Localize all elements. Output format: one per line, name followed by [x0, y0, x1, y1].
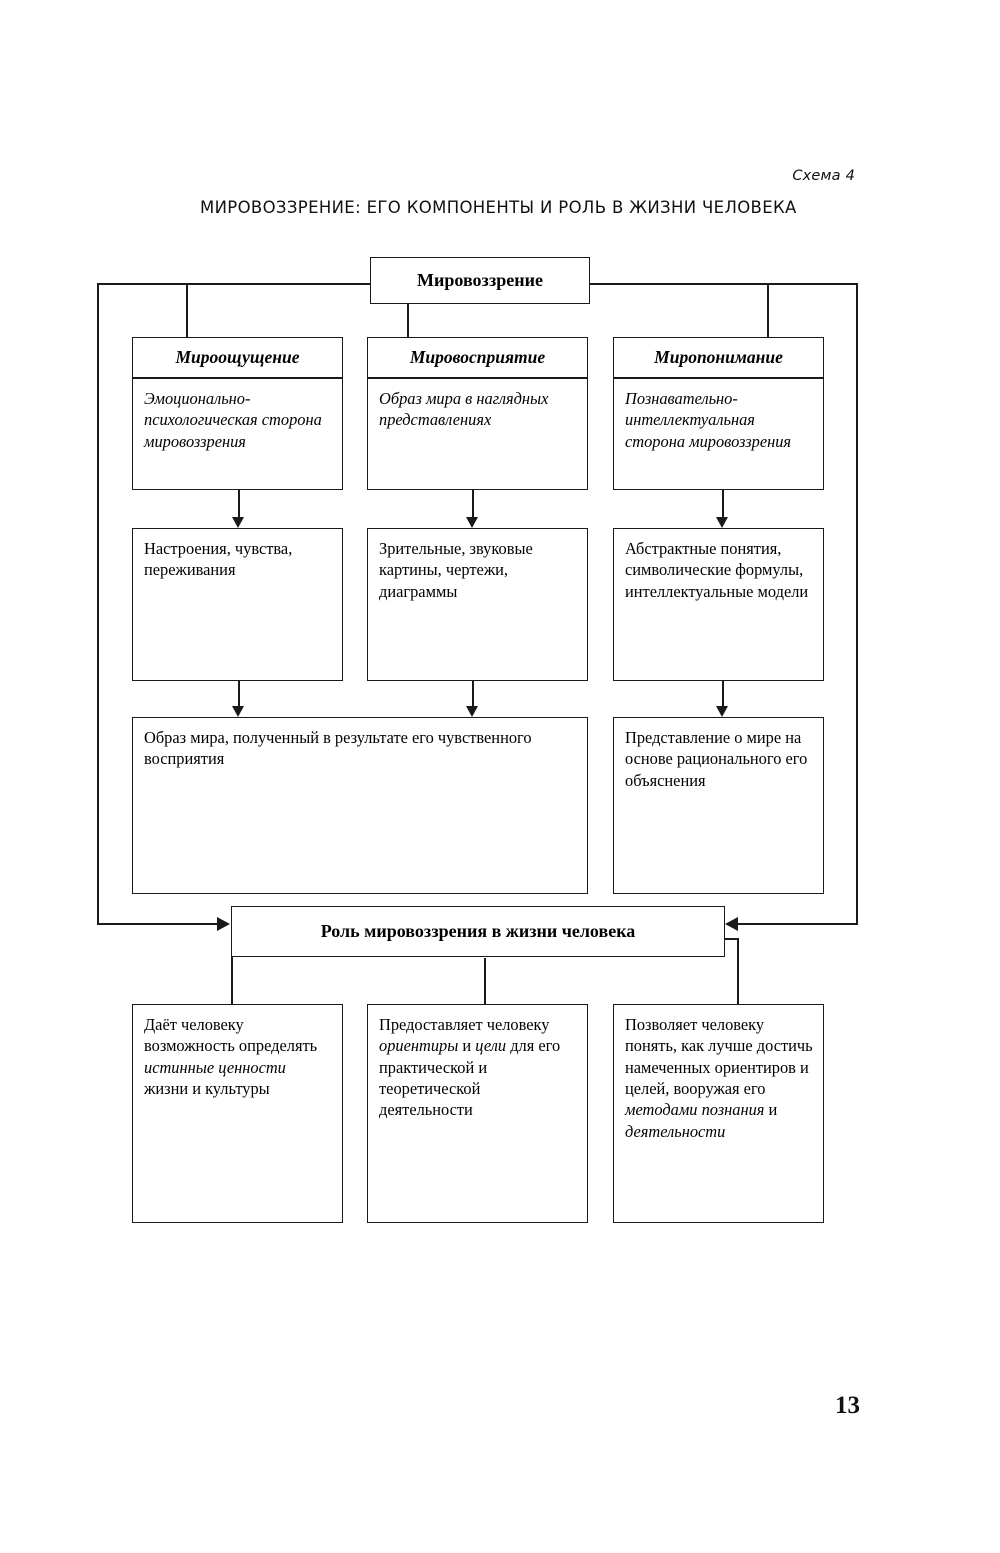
node-col3-definition-text: Познавательно-интеллектуальная сторона м…: [625, 389, 792, 451]
node-root-label: Мировоззрение: [417, 270, 543, 290]
connector-left-rail: [97, 283, 99, 924]
node-col1-detail-text: Настроения, чувства, переживания: [144, 539, 293, 580]
node-col1-header[interactable]: Мироощущение: [132, 337, 343, 378]
arrow-col2-result: [466, 706, 478, 717]
connector-col1-def-to-detail: [238, 490, 240, 520]
scheme-number-label: Схема 4: [792, 168, 855, 184]
connector-col2-def-to-detail: [472, 490, 474, 520]
node-col1-detail[interactable]: Настроения, чувства, переживания: [132, 528, 343, 681]
arrow-col3-detail: [716, 517, 728, 528]
node-col3-header-label: Миропонимание: [654, 346, 783, 367]
node-role-bar-label: Роль мировоззрения в жизни человека: [320, 921, 636, 941]
arrow-col3-result: [716, 706, 728, 717]
node-col2-header[interactable]: Мировосприятие: [367, 337, 588, 378]
node-role-1[interactable]: Даёт человеку возможность определять ист…: [132, 1004, 343, 1223]
node-col3-header[interactable]: Миропонимание: [613, 337, 824, 378]
page-title: МИРОВОЗЗРЕНИЕ: ЕГО КОМПОНЕНТЫ И РОЛЬ В Ж…: [200, 198, 797, 217]
node-role-1-text: Даёт человеку возможность определять ист…: [144, 1015, 318, 1098]
node-col1-definition-text: Эмоционально-психологическая сторона мир…: [144, 389, 322, 451]
connector-col2-detail-to-result: [472, 681, 474, 709]
node-col2-definition[interactable]: Образ мира в наглядных представлениях: [367, 378, 588, 490]
node-col3-detail-text: Абстрактные понятия, символические форму…: [625, 539, 809, 601]
connector-col3-def-to-detail: [722, 490, 724, 520]
node-result-sensory[interactable]: Образ мира, полученный в результате его …: [132, 717, 588, 894]
node-role-bar[interactable]: Роль мировоззрения в жизни человека: [231, 906, 725, 957]
node-col2-header-label: Мировосприятие: [409, 346, 546, 367]
connector-root-to-col2: [407, 304, 409, 337]
connector-left-rail-into-role: [97, 923, 217, 925]
connector-bus-to-col3: [767, 283, 769, 337]
arrow-col1-detail: [232, 517, 244, 528]
node-role-2-text: Предоставляет человеку ориентиры и цели …: [379, 1015, 561, 1120]
node-result-sensory-text: Образ мира, полученный в результате его …: [144, 728, 532, 769]
node-result-rational-text: Представление о мире на основе рациональ…: [625, 728, 808, 790]
connector-right-rail: [856, 283, 858, 924]
connector-role-to-role3: [737, 938, 739, 1005]
page-number: 13: [835, 1392, 860, 1419]
arrow-col2-detail: [466, 517, 478, 528]
node-role-2[interactable]: Предоставляет человеку ориентиры и цели …: [367, 1004, 588, 1223]
node-root[interactable]: Мировоззрение: [370, 257, 590, 304]
node-col1-header-label: Мироощущение: [175, 346, 300, 367]
connector-right-rail-into-role: [738, 923, 858, 925]
connector-col3-detail-to-result: [722, 681, 724, 709]
connector-role-to-role1: [231, 938, 233, 1005]
arrow-col1-result: [232, 706, 244, 717]
arrow-into-role-right: [725, 917, 738, 931]
node-col3-definition[interactable]: Познавательно-интеллектуальная сторона м…: [613, 378, 824, 490]
node-col2-definition-text: Образ мира в наглядных представлениях: [379, 389, 549, 430]
connector-role-to-role2: [484, 958, 486, 1005]
node-col3-detail[interactable]: Абстрактные понятия, символические форму…: [613, 528, 824, 681]
node-col2-detail[interactable]: Зрительные, звуковые картины, чертежи, д…: [367, 528, 588, 681]
node-role-3-text: Позволяет человеку понять, как лучше дос…: [625, 1015, 813, 1141]
node-result-rational[interactable]: Представление о мире на основе рациональ…: [613, 717, 824, 894]
connector-col1-detail-to-result: [238, 681, 240, 709]
arrow-into-role-left: [217, 917, 230, 931]
node-col2-detail-text: Зрительные, звуковые картины, чертежи, д…: [379, 539, 533, 601]
connector-bus-to-col1: [186, 283, 188, 337]
node-role-3[interactable]: Позволяет человеку понять, как лучше дос…: [613, 1004, 824, 1223]
node-col1-definition[interactable]: Эмоционально-психологическая сторона мир…: [132, 378, 343, 490]
